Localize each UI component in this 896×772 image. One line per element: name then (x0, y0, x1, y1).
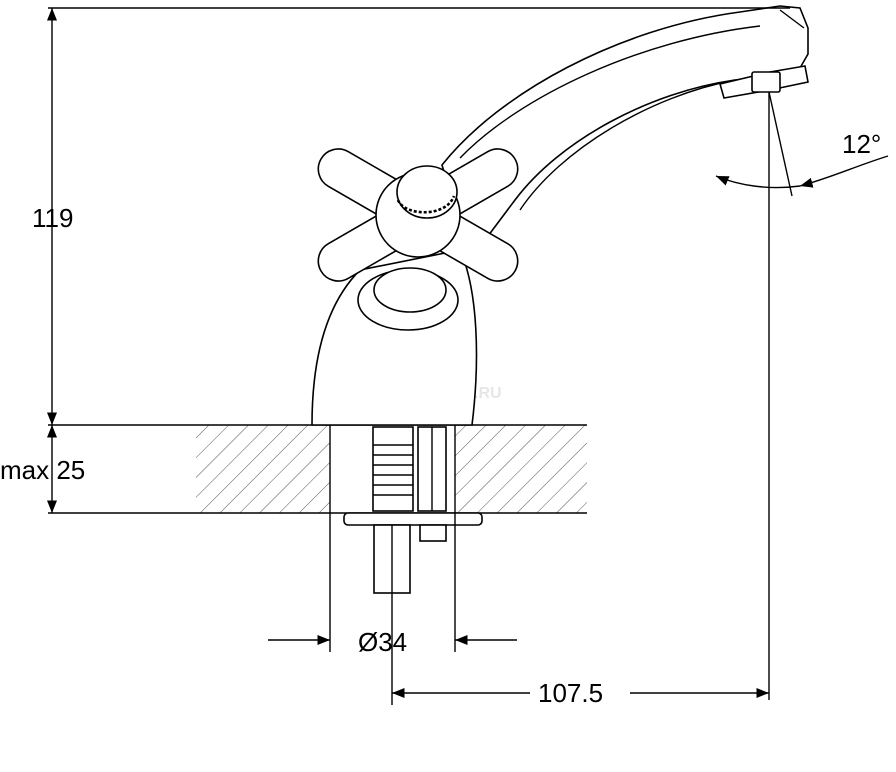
faucet-spout (441, 5, 809, 262)
cross-handle (317, 148, 519, 282)
dimension-diameter-label: Ø34 (358, 627, 407, 657)
dimension-thickness: max 25 (0, 425, 196, 514)
dimension-diameter: Ø34 (268, 513, 517, 657)
dimension-height-label: 119 (32, 203, 73, 233)
dimension-reach: 107.5 (391, 593, 769, 709)
mounting-hardware (343, 426, 483, 594)
dimension-angle: 12° (715, 91, 889, 700)
faucet-body (311, 249, 478, 426)
watermark-suffix: .RU (474, 385, 502, 402)
dimension-thickness-label: max 25 (0, 455, 85, 485)
dimension-angle-label: 12° (842, 129, 881, 159)
dimension-reach-label: 107.5 (538, 678, 603, 708)
dimension-height: 119 (32, 7, 790, 426)
